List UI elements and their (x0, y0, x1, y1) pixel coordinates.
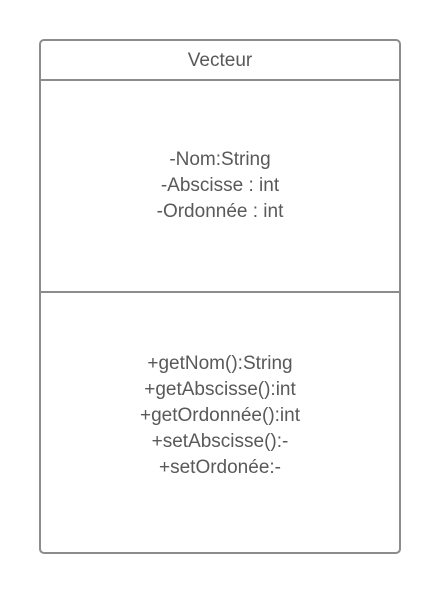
methods-compartment: +getNom():String +getAbscisse():int +get… (41, 293, 399, 552)
class-name-compartment: Vecteur (41, 41, 399, 81)
attribute-nom: -Nom:String (169, 149, 271, 170)
method-set-abscisse: +setAbscisse():- (151, 430, 289, 452)
method-get-abscisse: +getAbscisse():int (144, 378, 296, 400)
attribute-ordonnee: -Ordonnée : int (156, 201, 284, 222)
attribute-abscisse: -Abscisse : int (160, 175, 280, 196)
method-get-ordonnee: +getOrdonnée():int (139, 404, 300, 426)
method-get-nom: +getNom():String (147, 352, 293, 374)
class-name: Vecteur (187, 50, 253, 71)
method-set-ordonee: +setOrdonée:- (159, 456, 281, 478)
uml-class-box[interactable]: Vecteur -Nom:String -Abscisse : int -Ord… (39, 39, 401, 554)
attributes-compartment: -Nom:String -Abscisse : int -Ordonnée : … (41, 81, 399, 293)
